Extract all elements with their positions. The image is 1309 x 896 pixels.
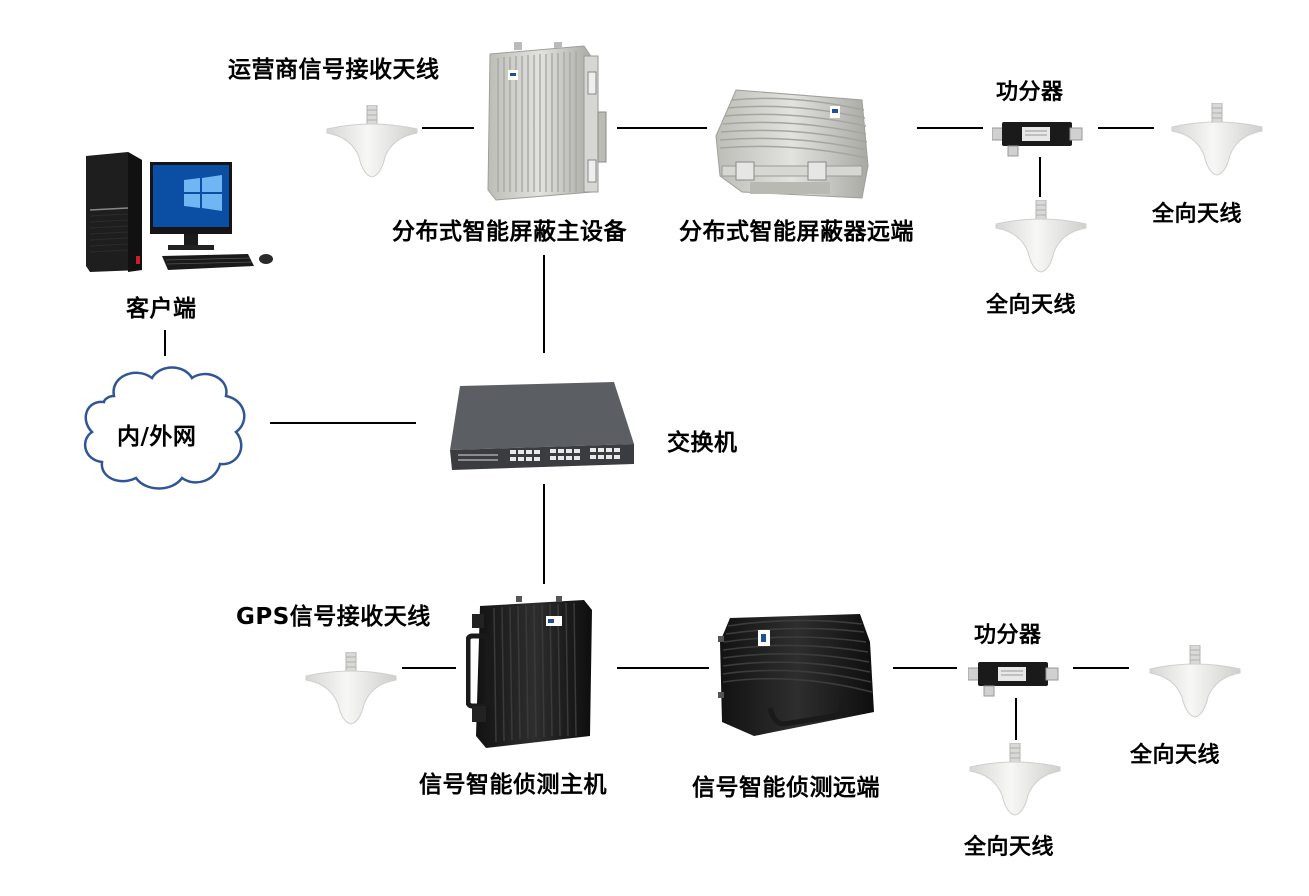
client-computer: [84, 152, 284, 274]
top-omni-antenna-bottom-label: 全向天线: [986, 293, 1077, 318]
cloud-icon: [83, 366, 246, 490]
gps-receive-antenna: [302, 652, 402, 728]
connector-line: [917, 127, 983, 129]
connector-line: [270, 422, 416, 424]
bottom-omni-antenna-right: [1146, 645, 1246, 721]
antenna-icon: [969, 743, 1061, 816]
signal-detection-remote-unit: [714, 612, 880, 740]
connector-line: [543, 484, 545, 584]
gps-antenna-label: GPS信号接收天线: [236, 604, 431, 630]
desktop-computer-icon: [86, 152, 273, 272]
connector-line: [1073, 667, 1129, 669]
network-switch: [446, 380, 638, 478]
switch-label: 交换机: [667, 430, 738, 456]
connector-line: [617, 667, 709, 669]
distributed-shield-main-label: 分布式智能屏蔽主设备: [392, 219, 627, 245]
network-switch-icon: [450, 382, 634, 470]
power-splitter-icon: [992, 121, 1083, 157]
distributed-shield-main-unit: [484, 42, 609, 202]
connector-line: [893, 667, 957, 669]
top-splitter-label: 功分器: [996, 80, 1064, 105]
signal-detection-main-label: 信号智能侦测主机: [419, 772, 607, 798]
black-enclosure-icon: [718, 614, 874, 736]
bottom-omni-antenna-right-label: 全向天线: [1130, 743, 1221, 768]
connector-line: [164, 330, 166, 356]
operator-antenna-label: 运营商信号接收天线: [228, 57, 440, 83]
top-omni-antenna-bottom: [992, 200, 1092, 276]
bottom-omni-antenna-bottom-label: 全向天线: [964, 835, 1055, 860]
top-omni-antenna-right-label: 全向天线: [1152, 202, 1243, 227]
network-cloud-label: 内/外网: [117, 424, 197, 450]
distributed-shield-remote-unit: [712, 86, 882, 206]
power-splitter-icon: [968, 661, 1059, 697]
connector-line: [1015, 698, 1017, 740]
black-enclosure-icon: [466, 596, 592, 748]
connector-line: [402, 667, 456, 669]
silver-enclosure-icon: [487, 42, 607, 201]
connector-line: [617, 127, 707, 129]
bottom-power-splitter: [968, 660, 1060, 698]
signal-detection-remote-label: 信号智能侦测远端: [692, 775, 880, 801]
bottom-omni-antenna-bottom: [966, 743, 1066, 819]
top-omni-antenna-right: [1168, 103, 1268, 179]
bottom-splitter-label: 功分器: [974, 623, 1042, 648]
operator-receive-antenna: [323, 105, 423, 181]
top-power-splitter: [992, 120, 1084, 158]
silver-enclosure-icon: [715, 89, 869, 199]
antenna-icon: [305, 652, 397, 725]
network-cloud: [80, 362, 250, 494]
connector-line: [1039, 157, 1041, 197]
signal-detection-main-unit: [466, 596, 596, 754]
client-label: 客户端: [126, 296, 197, 322]
antenna-icon: [1149, 645, 1241, 718]
antenna-icon: [995, 200, 1087, 273]
distributed-shield-remote-label: 分布式智能屏蔽器远端: [679, 219, 914, 245]
connector-line: [1098, 127, 1154, 129]
connector-line: [422, 127, 474, 129]
antenna-icon: [1171, 103, 1263, 176]
antenna-icon: [326, 105, 418, 178]
connector-line: [543, 255, 545, 353]
